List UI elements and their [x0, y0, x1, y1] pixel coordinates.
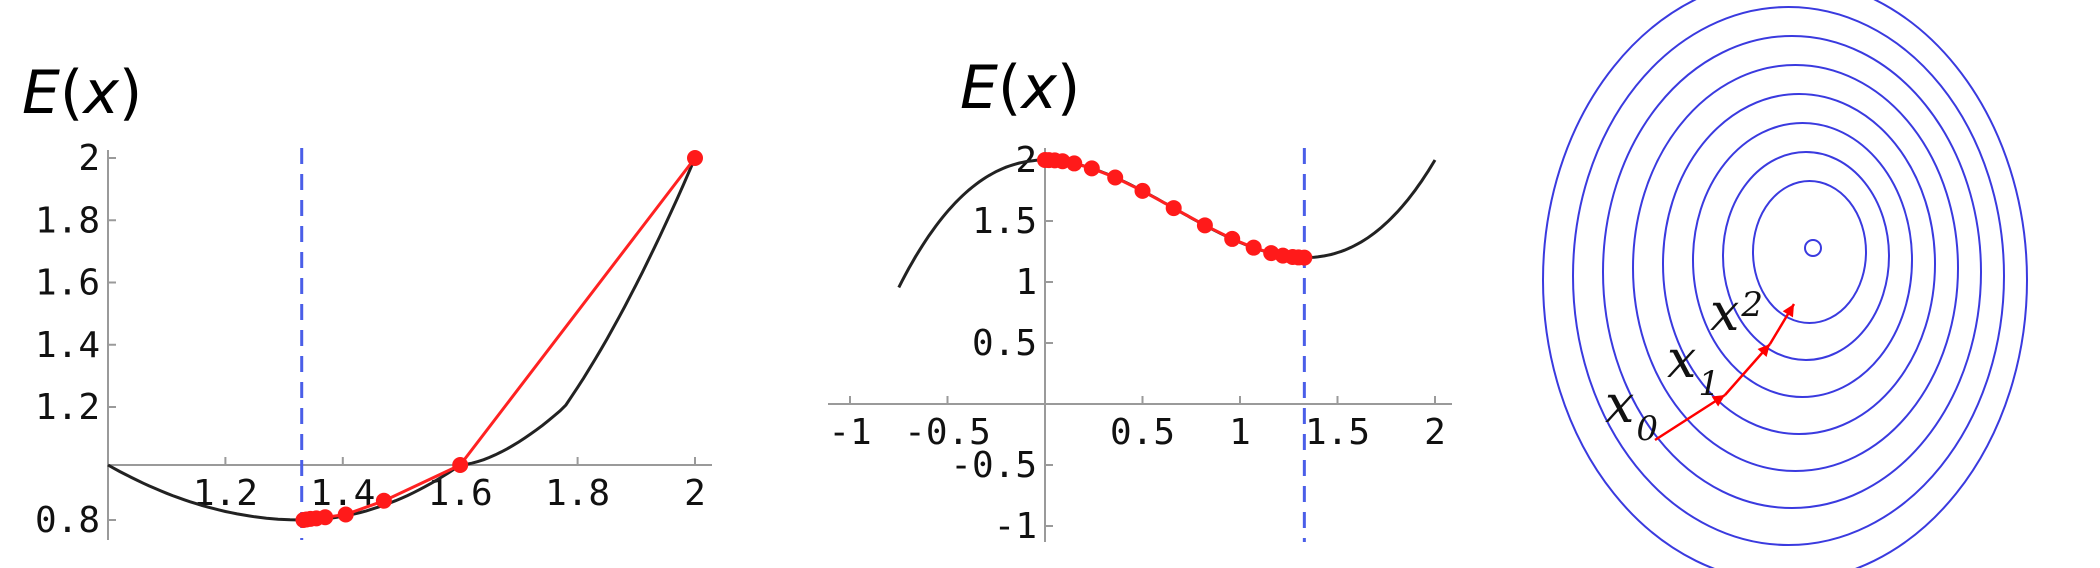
chart-2-point	[1296, 249, 1313, 266]
chart-1-y-tick-label: 2	[78, 138, 100, 179]
descent-step	[1654, 393, 1726, 442]
point-label-x1: x1	[1667, 330, 1720, 404]
chart-2-point	[1165, 200, 1182, 217]
chart-2-y-tick-label: 0.5	[972, 323, 1037, 364]
point-label-x2: x2	[1710, 283, 1763, 343]
chart-2-y-tick-label: -0.5	[950, 445, 1037, 486]
contour-ring	[1602, 35, 1982, 509]
chart-3-contour: x0 x1 x2	[1542, 0, 2088, 568]
chart-2-point	[1134, 182, 1151, 199]
chart-1-y-tick-label: 0.8	[35, 500, 100, 541]
chart-2-point	[1083, 160, 1100, 177]
contour-ring	[1752, 180, 1867, 324]
chart-2-point	[1224, 230, 1241, 247]
chart-2-x-tick-label: 2	[1424, 412, 1446, 453]
chart-2-y-tick-label: -1	[994, 506, 1037, 547]
chart-1-y-tick-label: 1.2	[35, 387, 100, 428]
contour-ring	[1722, 151, 1890, 361]
chart-1-point	[452, 457, 469, 473]
contour-ring	[1662, 93, 1936, 435]
chart-2-iteration-points	[1037, 152, 1313, 266]
chart-1-point	[687, 150, 703, 166]
descent-path	[1654, 303, 1796, 442]
contour-rings	[1542, 0, 2028, 568]
chart-1-point	[337, 506, 354, 523]
chart-1-point	[375, 492, 392, 509]
chart-1-y-tick-label: 1.4	[35, 325, 100, 366]
chart-2-x-tick-label: -0.5	[904, 412, 991, 453]
chart-1-y-tick-label: 1.8	[35, 200, 100, 241]
point-labels: x0 x1 x2	[1605, 283, 1763, 449]
chart-1-title: E(x)	[22, 58, 142, 128]
chart-1-x-tick-label: 2	[684, 473, 706, 514]
arrow-head	[1711, 395, 1725, 407]
contour-ring	[1572, 6, 2005, 546]
contour-ring	[1542, 0, 2028, 568]
chart-2-point	[1196, 217, 1213, 234]
chart-1-y-tick-label: 1.6	[35, 263, 100, 304]
chart-2-point	[1066, 155, 1083, 172]
chart-2-point	[1107, 169, 1124, 186]
contour-center	[1804, 239, 1822, 257]
chart-2-title: E(x)	[960, 53, 1080, 123]
chart-2-y-tick-label: 1.5	[972, 201, 1037, 242]
contour-ring	[1632, 64, 1959, 472]
chart-2-y-tick-label: 1	[1015, 262, 1037, 303]
chart-2-point	[1245, 239, 1262, 256]
point-label-x0: x0	[1605, 375, 1658, 449]
chart-2-x-tick-label: 1.5	[1305, 412, 1370, 453]
chart-1-x-tick-label: 1.2	[193, 473, 258, 514]
chart-2-x-tick-label: -1	[828, 412, 871, 453]
chart-2-x-tick-label: 0.5	[1110, 412, 1175, 453]
contour-ring	[1692, 122, 1913, 398]
chart-2-x-tick-label: 1	[1229, 412, 1251, 453]
chart-1-point	[295, 512, 312, 528]
arrow-head	[1782, 304, 1794, 318]
chart-1-iteration-points	[295, 150, 703, 528]
chart-1-curve	[107, 157, 697, 522]
chart-1-x-tick-label: 1.8	[545, 473, 610, 514]
arrow-head	[1757, 344, 1770, 357]
